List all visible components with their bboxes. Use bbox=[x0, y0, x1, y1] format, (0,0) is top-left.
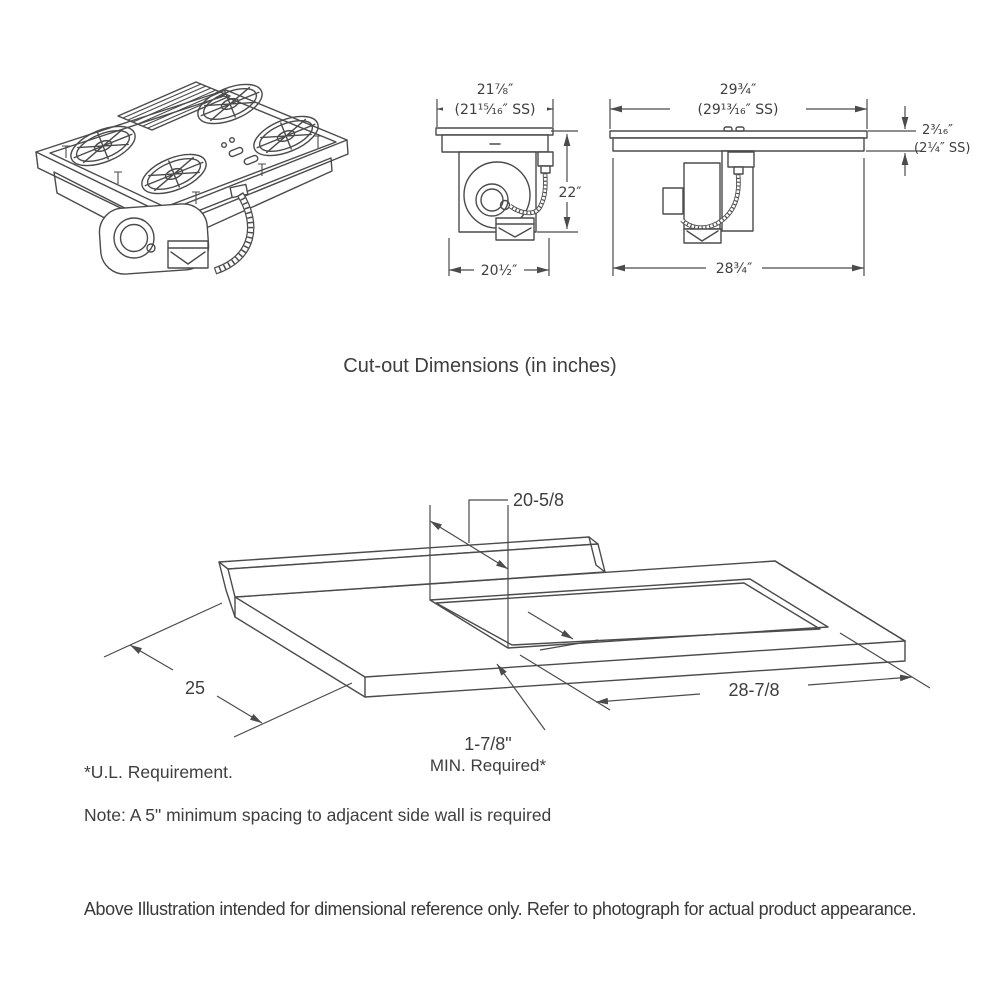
side-wall-spacing-note: Note: A 5" minimum spacing to adjacent s… bbox=[84, 805, 552, 825]
cutout-depth-label: 20-5/8 bbox=[513, 490, 564, 510]
side-thickness-ss-label: (2¼″ SS) bbox=[914, 141, 971, 156]
dimensional-reference-disclaimer: Above Illustration intended for dimensio… bbox=[83, 899, 917, 919]
isometric-cooktop-drawing bbox=[35, 75, 349, 275]
side-thickness-dimension: 2³⁄₁₆″ (2¼″ SS) bbox=[866, 106, 971, 176]
side-width-ss-label: (29¹³⁄₁₆″ SS) bbox=[698, 102, 779, 118]
cutout-depth-dimension: 20-5/8 bbox=[429, 490, 564, 648]
cutout-width-dimension: 28-7/8 bbox=[519, 632, 931, 711]
front-height-label: 22″ bbox=[558, 185, 581, 201]
side-width-dimension: 29¾″ (29¹³⁄₁₆″ SS) bbox=[609, 82, 868, 129]
front-clearance-label-line1: 1-7/8" bbox=[464, 734, 511, 754]
front-clearance-label-line2: MIN. Required* bbox=[430, 756, 547, 775]
front-bottom-width-label: 20½″ bbox=[481, 263, 518, 279]
cutout-width-label: 28-7/8 bbox=[728, 680, 779, 700]
side-view-drawing: 29¾″ (29¹³⁄₁₆″ SS) 2³⁄₁₆″ (2¼″ SS) 28¾″ bbox=[609, 82, 971, 278]
counter-depth-dimension: 25 bbox=[103, 602, 353, 738]
countertop-cutout-drawing: 20-5/8 25 28-7/8 1-7/8" MIN. Required* bbox=[103, 490, 931, 775]
blower-unit bbox=[98, 183, 255, 275]
front-bottom-width-dimension: 20½″ bbox=[448, 238, 550, 280]
front-width-ss-label: (21¹⁵⁄₁₆″ SS) bbox=[455, 102, 536, 118]
front-clearance-dimension: 1-7/8" MIN. Required* bbox=[430, 611, 599, 775]
side-bottom-width-label: 28¾″ bbox=[716, 261, 753, 277]
side-bottom-width-dimension: 28¾″ bbox=[612, 158, 865, 278]
section-title: Cut-out Dimensions (in inches) bbox=[343, 355, 617, 377]
side-width-label: 29¾″ bbox=[720, 82, 757, 98]
ul-requirement-note: *U.L. Requirement. bbox=[84, 762, 233, 782]
front-width-dimension: 21⅞″ (21¹⁵⁄₁₆″ SS) bbox=[436, 82, 554, 127]
front-view-drawing: 21⅞″ (21¹⁵⁄₁₆″ SS) 22″ 20½″ bbox=[435, 82, 585, 280]
side-thickness-label: 2³⁄₁₆″ bbox=[922, 123, 953, 138]
counter-depth-label: 25 bbox=[185, 678, 205, 698]
front-width-label: 21⅞″ bbox=[477, 82, 514, 98]
control-buttons bbox=[220, 136, 259, 166]
front-height-dimension: 22″ bbox=[537, 130, 585, 233]
